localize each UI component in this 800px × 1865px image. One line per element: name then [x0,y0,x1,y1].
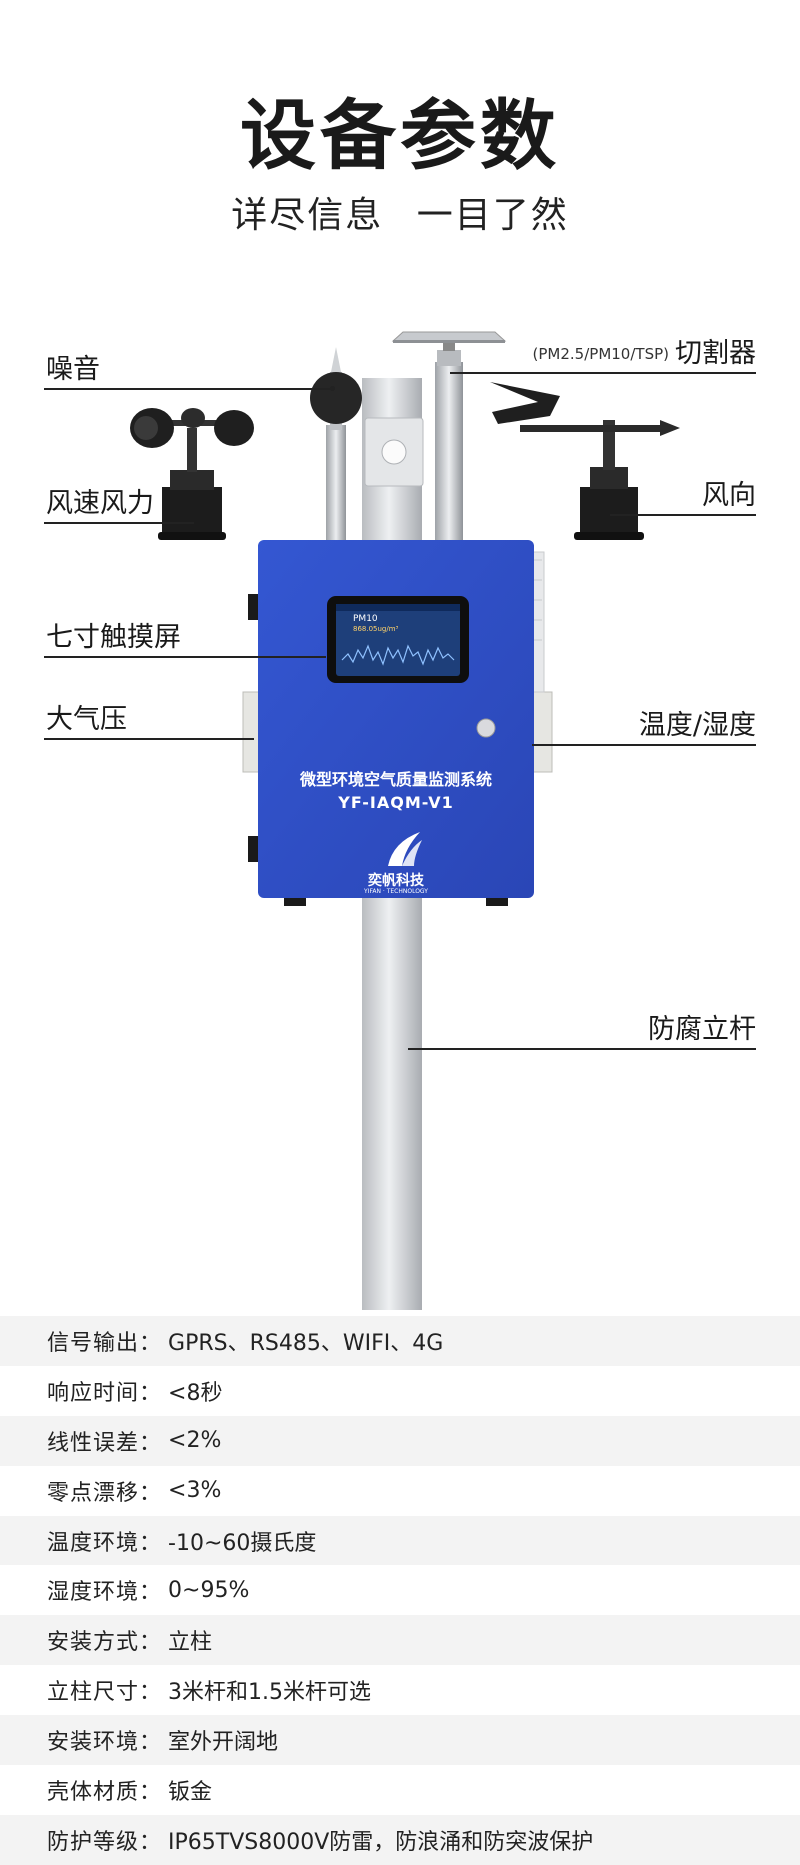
subtitle-right: 一目了然 [416,195,569,236]
spec-row: 信号输出：GPRS、RS485、WIFI、4G [0,1316,800,1366]
spec-label: 线性误差： [47,1430,163,1456]
spec-row: 响应时间：<8秒 [0,1366,800,1416]
spec-row: 湿度环境：0~95% [0,1565,800,1615]
leader-wind-direction [610,514,756,516]
noise-ball-icon [310,372,362,424]
spec-row: 温度环境：-10~60摄氏度 [0,1515,800,1566]
page-title: 设备参数 [240,91,560,180]
spec-label: 安装方式： [47,1630,163,1656]
spec-label: 壳体材质： [47,1779,163,1805]
spec-label: 零点漂移： [47,1480,163,1506]
callout-noise: 噪音 [46,354,100,385]
spec-row: 壳体材质：钣金 [0,1765,800,1815]
spec-value: <2% [168,1428,222,1454]
cutter-note: (PM2.5/PM10/TSP) [532,345,669,363]
spec-value: <8秒 [168,1380,223,1406]
device-name: 微型环境空气质量监测系统 [299,770,492,789]
device-brand: 奕帆科技 [368,873,424,889]
device-illustration [130,331,680,1310]
enclosure [258,540,534,898]
spec-row: 安装方式：立柱 [0,1615,800,1666]
spec-value: GPRS、RS485、WIFI、4G [168,1330,444,1356]
leader-dot [330,386,335,391]
noise-rod [326,425,346,540]
spec-value: IP65TVS8000V防雷，防浪涌和防突波保护 [168,1829,594,1855]
spec-row: 线性误差：<2% [0,1415,800,1466]
spec-row: 立柱尺寸：3米杆和1.5米杆可选 [0,1665,800,1715]
cutter-rod [435,362,463,540]
spec-label: 湿度环境： [47,1580,163,1606]
leader-temp-humidity [532,744,756,746]
callout-wind-direction: 风向 [702,480,756,511]
callout-pole: 防腐立杆 [648,1014,756,1045]
leader-noise [44,388,334,390]
callout-cutter: (PM2.5/PM10/TSP) 切割器 [533,340,756,367]
screen-chart-line [341,644,455,666]
spec-label: 防护等级： [47,1829,163,1855]
subtitle-left: 详尽信息 [231,195,384,236]
screen-pm-label: PM10 [353,614,378,624]
spec-value: -10~60摄氏度 [168,1530,317,1556]
callout-pressure: 大气压 [46,704,127,735]
spec-value: 钣金 [168,1779,213,1805]
spec-row: 防护等级：IP65TVS8000V防雷，防浪涌和防突波保护 [0,1814,800,1865]
cutter-label: 切割器 [675,338,756,369]
anemometer-icon [130,408,254,540]
callout-touchscreen: 七寸触摸屏 [46,622,181,653]
spec-value: 室外开阔地 [168,1730,279,1756]
leader-touchscreen [44,656,326,658]
spec-label: 安装环境： [47,1730,163,1756]
screen-pm-value: 868.05ug/m³ [353,625,399,633]
leader-wind-speed [44,522,194,524]
device-model: YF-IAQM-V1 [338,793,454,812]
spec-label: 信号输出： [47,1330,163,1356]
callout-wind-speed: 风速风力 [46,488,154,519]
leader-pressure [44,738,254,740]
spec-table: 信号输出：GPRS、RS485、WIFI、4G 响应时间：<8秒 线性误差：<2… [0,1316,800,1865]
spec-label: 响应时间： [47,1380,163,1406]
callout-temp-humidity: 温度/湿度 [638,710,756,741]
spec-value: 立柱 [168,1630,213,1656]
cutter-icon [391,331,507,342]
device-brand-en: YIFAN · TECHNOLOGY [364,888,428,895]
spec-value: <3% [168,1478,222,1504]
spec-value: 3米杆和1.5米杆可选 [168,1680,372,1706]
page-subtitle: 详尽信息 一目了然 [0,198,800,234]
spec-value: 0~95% [168,1577,250,1603]
spec-row: 安装环境：室外开阔地 [0,1715,800,1766]
wind-vane-icon [490,382,680,540]
leader-cutter [450,372,756,374]
spec-row: 零点漂移：<3% [0,1466,800,1516]
brand-logo-icon [388,832,422,866]
leader-pole [408,1048,756,1050]
spec-label: 温度环境： [47,1530,163,1556]
spec-label: 立柱尺寸： [47,1680,163,1706]
